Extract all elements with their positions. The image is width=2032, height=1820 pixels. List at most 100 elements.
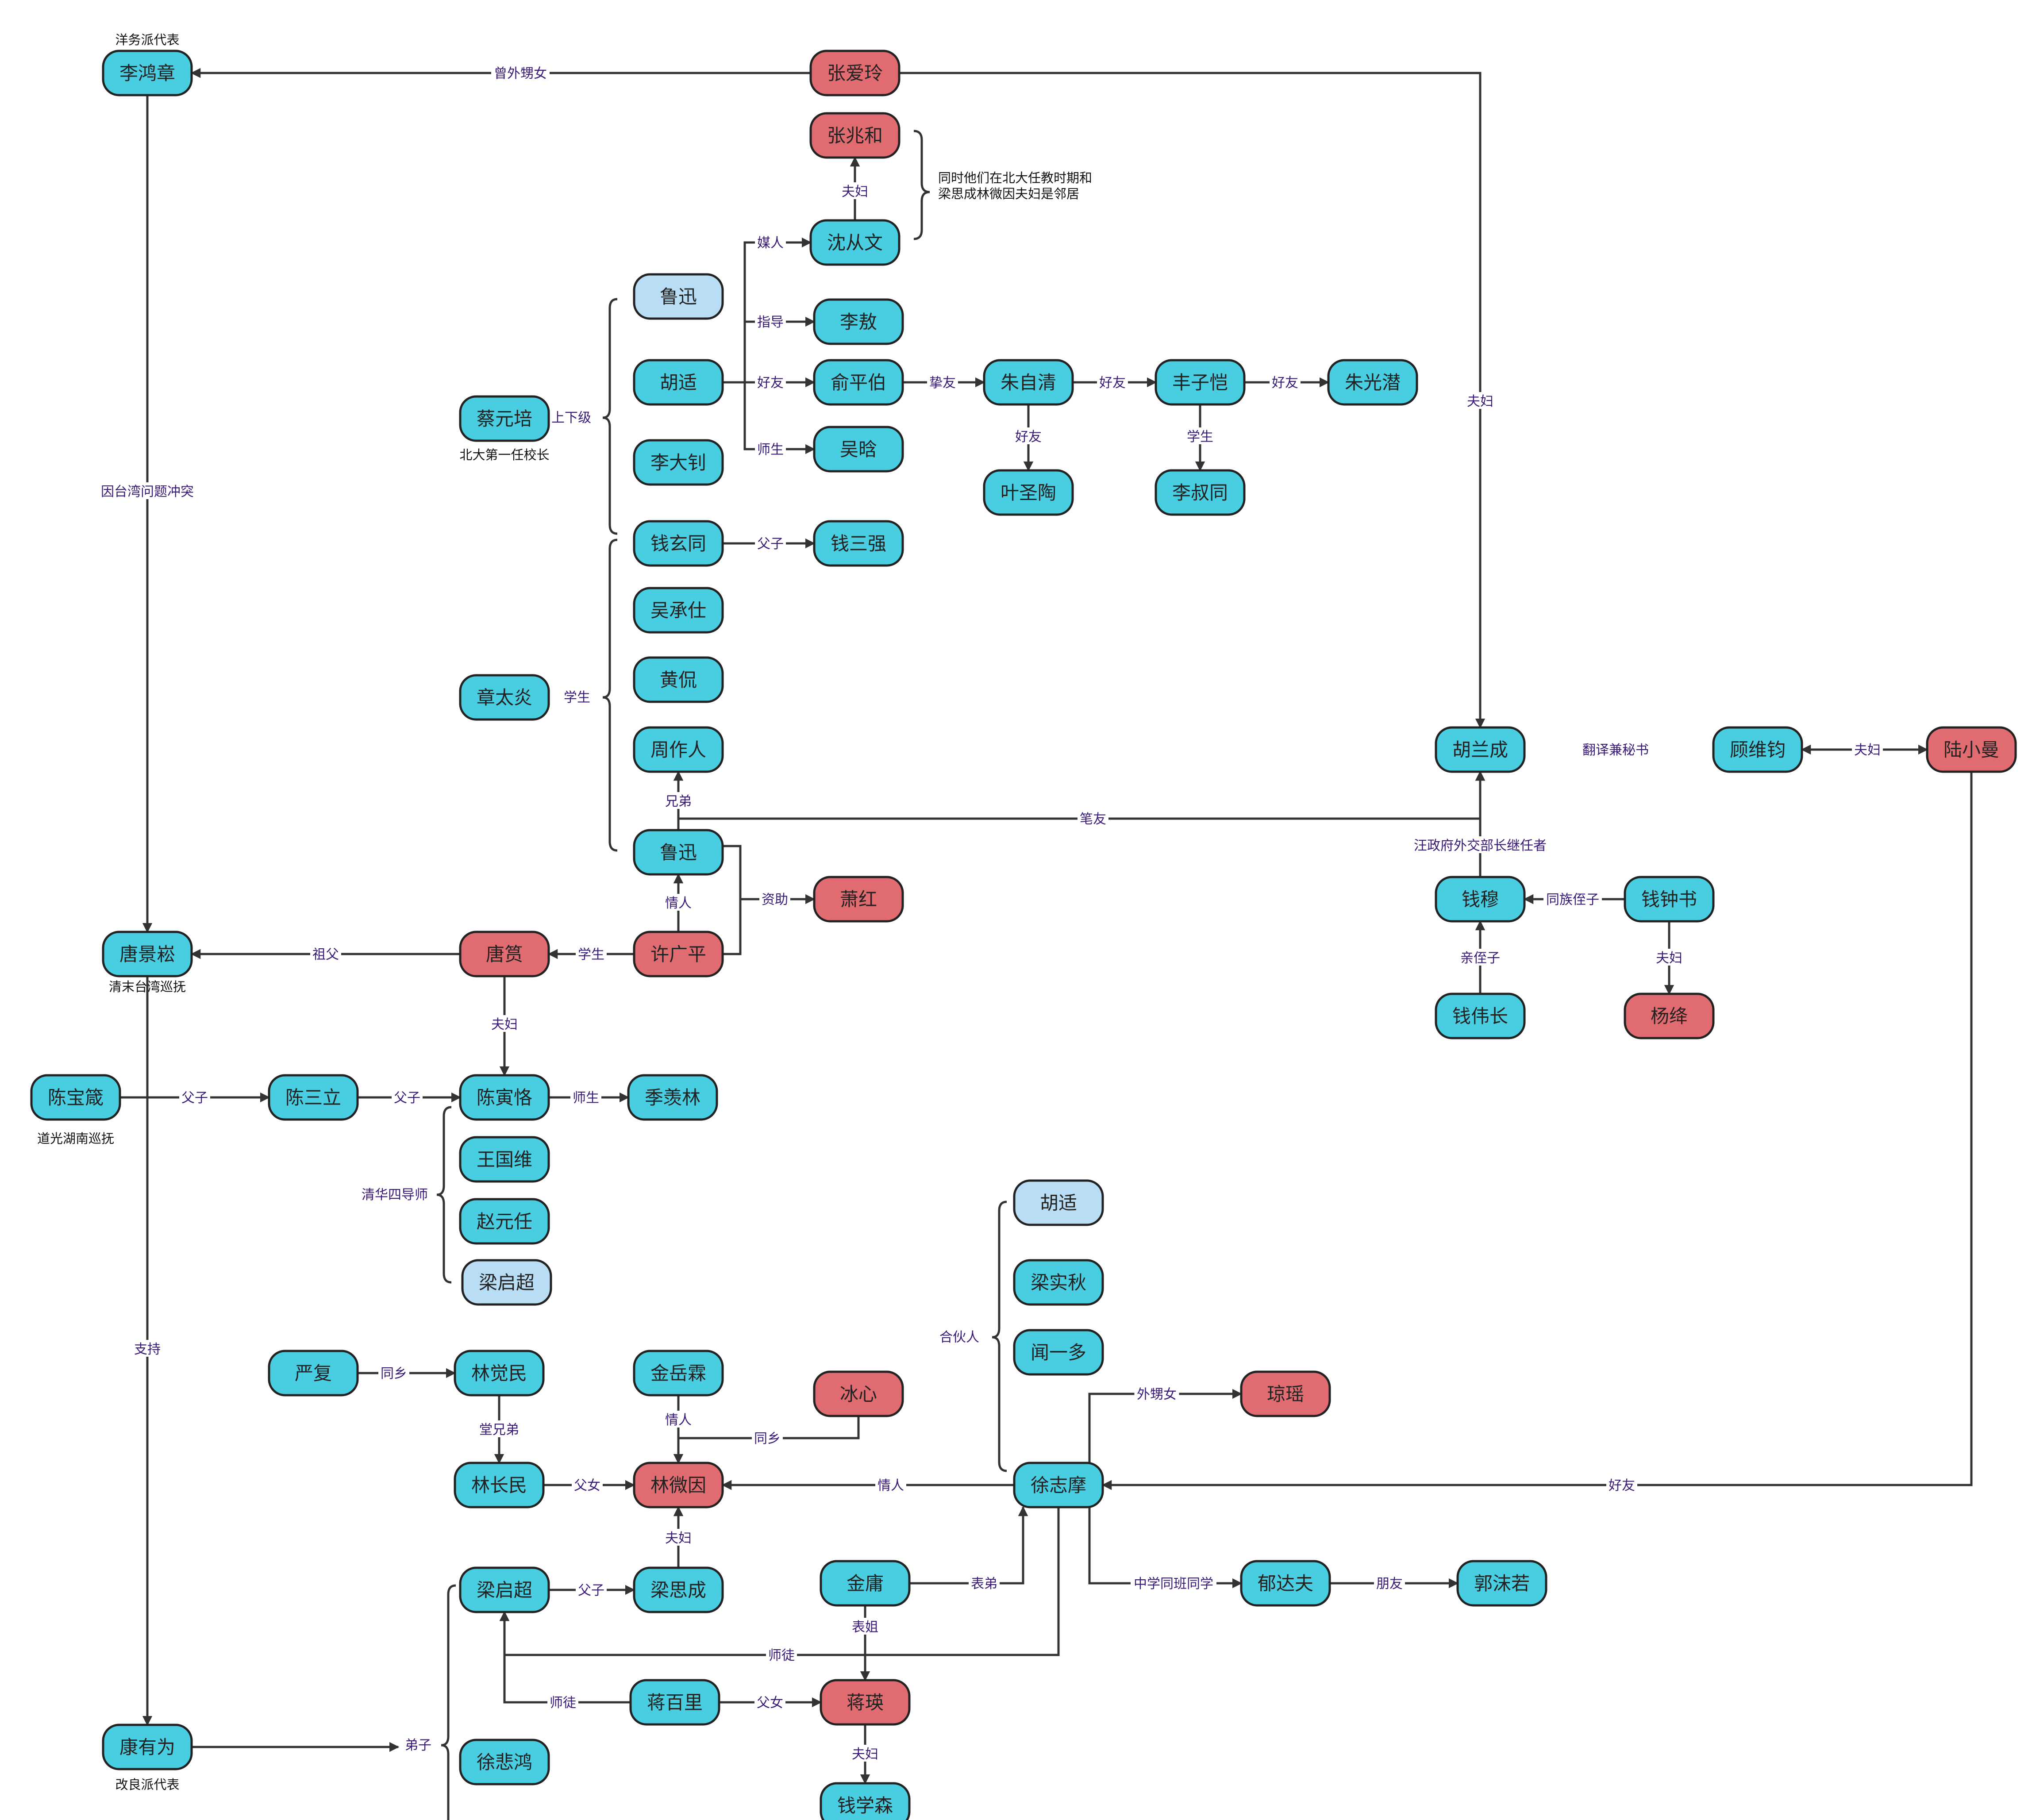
node-box (1435, 993, 1526, 1039)
node-cyk[interactable]: 陈寅恪 (459, 1074, 550, 1121)
node-label: 俞平伯 (831, 372, 886, 393)
node-ty[interactable]: 唐筼 (459, 931, 550, 977)
node-qzs[interactable]: 钱钟书 (1624, 876, 1715, 923)
node-hlc[interactable]: 胡兰成 (1435, 726, 1526, 773)
node-label: 钱穆 (1462, 889, 1499, 910)
node-yj[interactable]: 杨绛 (1624, 993, 1715, 1039)
node-kyw[interactable]: 康有为 (102, 1724, 193, 1770)
node-lqc_dup[interactable]: 梁启超 (461, 1259, 552, 1306)
group-labels-layer: 上下级 学生 清华四导师 合伙人 弟子 (362, 410, 979, 1753)
node-label: 钱学森 (837, 1795, 893, 1816)
node-gwj[interactable]: 顾维钧 (1712, 726, 1803, 773)
node-box (813, 298, 904, 345)
edge-label-bg (1013, 427, 1044, 444)
node-label: 王国维 (477, 1149, 532, 1170)
note-scw-line2: 梁思成林微因夫妇是邻居 (938, 186, 1079, 201)
node-wh[interactable]: 吴晗 (813, 426, 904, 473)
edge-xzm-ydf (1088, 1507, 1243, 1589)
node-box (1926, 726, 2017, 773)
node-qxt[interactable]: 钱玄同 (633, 520, 724, 567)
node-wyd[interactable]: 闻一多 (1013, 1329, 1104, 1376)
node-tjs[interactable]: 唐景崧 (102, 931, 193, 977)
node-lst[interactable]: 李叔同 (1155, 469, 1246, 516)
node-zzh[interactable]: 张兆和 (809, 112, 901, 159)
node-cyp[interactable]: 蔡元培 (459, 395, 550, 442)
node-lhy[interactable]: 林微因 (633, 1462, 724, 1508)
node-zty[interactable]: 章太炎 (459, 674, 550, 721)
node-ypb[interactable]: 俞平伯 (813, 359, 904, 406)
node-box (268, 1074, 359, 1121)
node-xgp[interactable]: 许广平 (633, 931, 724, 977)
node-jyi[interactable]: 蒋瑛 (820, 1679, 911, 1726)
edge-label-bg (1270, 373, 1301, 390)
node-lx_dup[interactable]: 鲁迅 (633, 273, 724, 320)
edge-label-bg (1134, 1385, 1179, 1402)
node-xbh[interactable]: 徐悲鸿 (459, 1739, 550, 1785)
node-box (1624, 876, 1715, 923)
node-lsc[interactable]: 梁思成 (633, 1566, 724, 1613)
edge-jy-xzm (909, 1506, 1028, 1585)
node-hs_dup[interactable]: 胡适 (1013, 1179, 1104, 1226)
node-box (633, 520, 724, 567)
node-label: 冰心 (840, 1383, 877, 1405)
node-box (1456, 1560, 1547, 1607)
edge-label-bg (576, 945, 607, 962)
node-qxs[interactable]: 钱学森 (820, 1782, 911, 1820)
node-jy[interactable]: 金庸 (820, 1560, 911, 1607)
node-zgq[interactable]: 朱光潜 (1327, 359, 1418, 406)
node-qm[interactable]: 钱穆 (1435, 876, 1526, 923)
node-lqc[interactable]: 梁启超 (459, 1566, 550, 1613)
node-box (809, 112, 901, 159)
node-ljm[interactable]: 林觉民 (454, 1350, 545, 1397)
node-lxm[interactable]: 陆小曼 (1926, 726, 2017, 773)
node-lhz[interactable]: 李鸿章 (102, 50, 193, 96)
node-ldz[interactable]: 李大钊 (633, 439, 724, 486)
node-xh[interactable]: 萧红 (813, 876, 904, 923)
edge-label-bg (752, 1429, 783, 1446)
node-wgw[interactable]: 王国维 (459, 1136, 550, 1183)
node-label: 叶圣陶 (1001, 482, 1056, 504)
node-label: 徐悲鸿 (477, 1751, 532, 1773)
node-zzq[interactable]: 朱自清 (983, 359, 1074, 406)
node-hk[interactable]: 黄侃 (633, 656, 724, 703)
node-jbl[interactable]: 蒋百里 (629, 1679, 720, 1726)
node-label: 胡适 (1040, 1192, 1077, 1214)
node-yf[interactable]: 严复 (268, 1350, 359, 1397)
node-box (633, 726, 724, 773)
node-zzr[interactable]: 周作人 (633, 726, 724, 773)
node-xzm[interactable]: 徐志摩 (1013, 1462, 1104, 1508)
node-zyr[interactable]: 赵元任 (459, 1198, 550, 1245)
node-qy[interactable]: 琼瑶 (1240, 1370, 1331, 1417)
note-cyp: 北大第一任校长 (459, 447, 549, 462)
node-scw[interactable]: 沈从文 (809, 219, 901, 266)
node-box (629, 1679, 720, 1726)
note-lhz: 洋务派代表 (115, 32, 179, 47)
node-yst[interactable]: 叶圣陶 (983, 469, 1074, 516)
node-wcs[interactable]: 吴承仕 (633, 587, 724, 634)
node-lx[interactable]: 鲁迅 (633, 829, 724, 876)
node-box (633, 931, 724, 977)
node-qwc[interactable]: 钱伟长 (1435, 993, 1526, 1039)
edge-label-bg (755, 373, 786, 390)
node-hs[interactable]: 胡适 (633, 359, 724, 406)
node-bx[interactable]: 冰心 (813, 1370, 904, 1417)
node-box (102, 931, 193, 977)
node-lcm[interactable]: 林长民 (454, 1462, 545, 1508)
node-qsq[interactable]: 钱三强 (813, 520, 904, 567)
node-jxl[interactable]: 季羡林 (627, 1074, 718, 1121)
node-csl[interactable]: 陈三立 (268, 1074, 359, 1121)
node-label: 林长民 (471, 1474, 527, 1496)
node-label: 胡适 (660, 372, 697, 393)
node-fzk[interactable]: 丰子恺 (1155, 359, 1246, 406)
node-la[interactable]: 李敖 (813, 298, 904, 345)
node-gmr[interactable]: 郭沫若 (1456, 1560, 1547, 1607)
node-ydf[interactable]: 郁达夫 (1240, 1560, 1331, 1607)
edge-label-ty-cyk: 夫妇 (491, 1017, 518, 1032)
node-zal[interactable]: 张爱玲 (809, 50, 901, 96)
node-cbz[interactable]: 陈宝箴 (30, 1074, 121, 1121)
node-jyl[interactable]: 金岳霖 (633, 1350, 724, 1397)
edge-label-bg (755, 440, 786, 457)
edge-label-bg (491, 64, 550, 81)
brace-cyp-group (602, 298, 618, 535)
node-lsq[interactable]: 梁实秋 (1013, 1259, 1104, 1306)
